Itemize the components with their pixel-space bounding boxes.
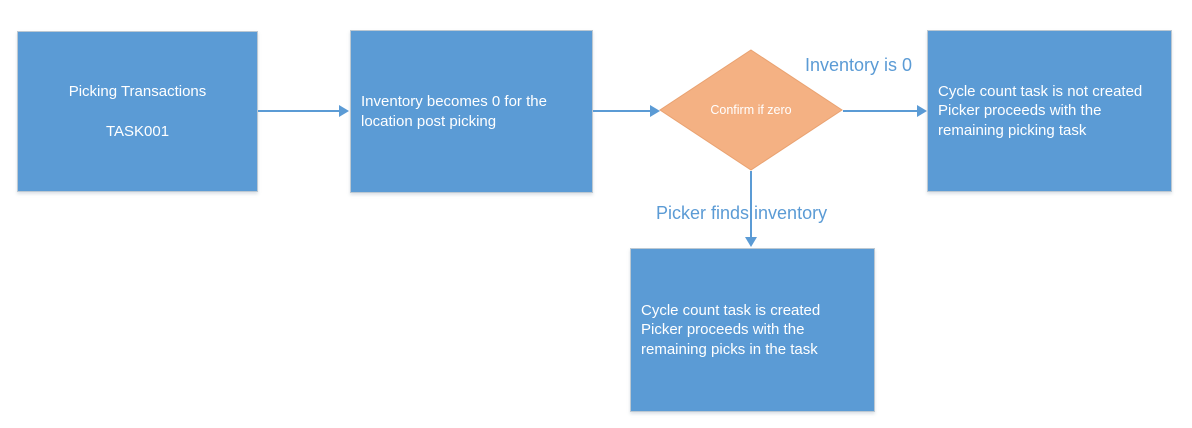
node-picking-line2: TASK001 [105, 122, 170, 140]
node-inventory-line2: location post picking [361, 112, 497, 130]
edge-label-picker-finds-inventory: Picker finds inventory [656, 203, 828, 223]
arrow-decision-to-not-created-head [917, 105, 927, 117]
arrow-inventory-to-decision-head [650, 105, 660, 117]
node-picking-transactions: Picking Transactions TASK001 [17, 31, 258, 192]
decision-diamond-shape [659, 49, 843, 171]
node-created-line1: Cycle count task is created [641, 301, 821, 319]
node-inventory-line1: Inventory becomes 0 for the [361, 93, 547, 110]
arrow-inventory-to-decision-line [593, 110, 650, 112]
edge-label-inventory-is-zero: Inventory is 0 [805, 55, 913, 75]
node-picking-line1: Picking Transactions [68, 83, 207, 100]
node-cycle-count-not-created: Cycle count task is not created Picker p… [927, 30, 1172, 192]
decision-confirm-if-zero: Confirm if zero [659, 49, 843, 171]
arrow-picking-to-inventory-line [258, 110, 339, 112]
arrow-decision-to-not-created-line [843, 110, 917, 112]
node-created-line2: Picker proceeds with the [641, 321, 805, 339]
node-inventory-becomes-zero: Inventory becomes 0 for the location pos… [350, 30, 593, 193]
node-cycle-count-created: Cycle count task is created Picker proce… [630, 248, 875, 412]
arrow-picking-to-inventory-head [339, 105, 349, 117]
node-created-line3: remaining picks in the task [641, 340, 818, 358]
node-notcreated-line1: Cycle count task is not created [938, 82, 1143, 100]
arrow-decision-to-created-line [750, 171, 752, 237]
node-notcreated-line3: remaining picking task [938, 121, 1087, 139]
arrow-decision-to-created-head [745, 237, 757, 247]
decision-label: Confirm if zero [710, 103, 792, 117]
node-notcreated-line2: Picker proceeds with the [938, 102, 1102, 120]
